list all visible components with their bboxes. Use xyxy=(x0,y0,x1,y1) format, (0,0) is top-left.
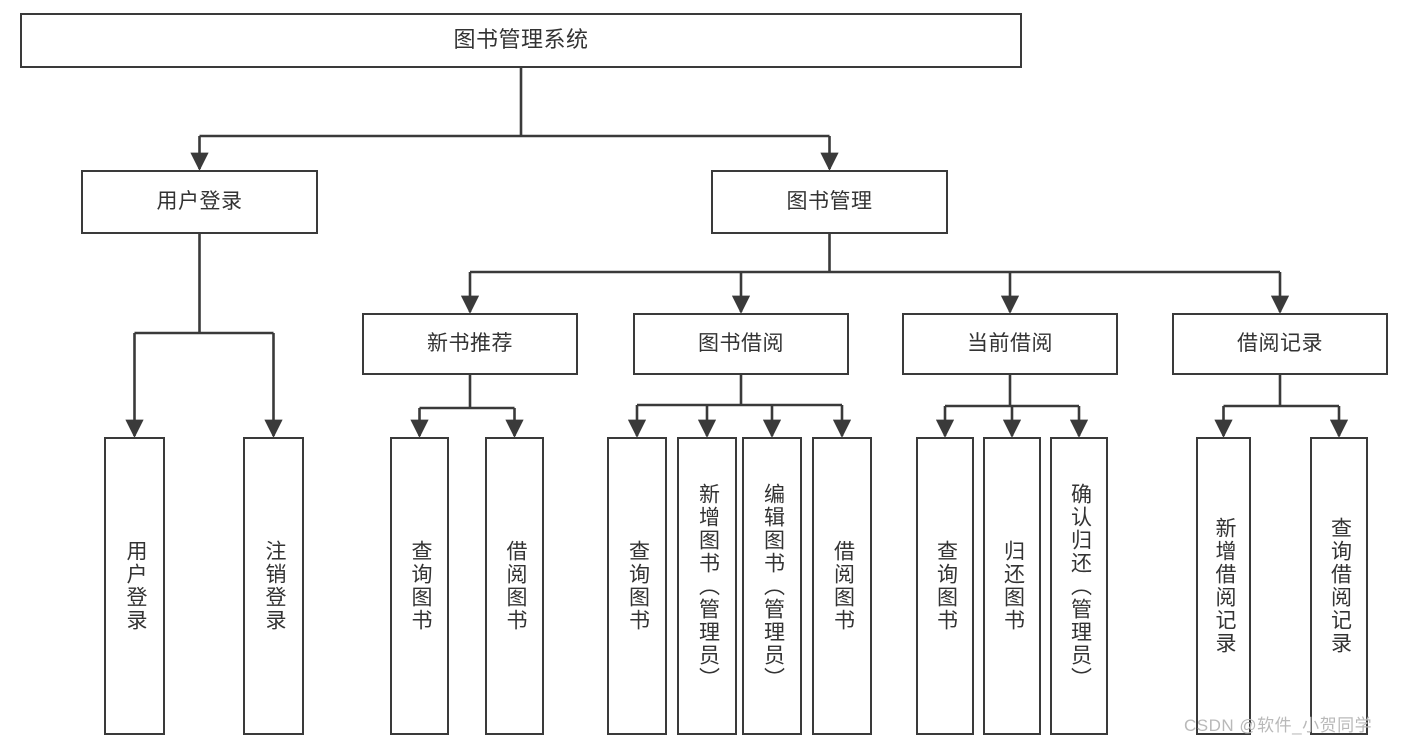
node-label: 查询图书 xyxy=(408,540,432,632)
node-label: 查询借阅记录 xyxy=(1328,517,1352,655)
node-l2-current[interactable]: 当前借阅 xyxy=(902,313,1118,375)
node-l3-user-login[interactable]: 用户登录 xyxy=(104,437,165,735)
node-l3-user-logout[interactable]: 注销登录 xyxy=(243,437,304,735)
node-l3-bor-add[interactable]: 新增图书（管理员） xyxy=(677,437,737,735)
node-label: 新增图书（管理员） xyxy=(696,482,720,690)
node-label: 注销登录 xyxy=(262,540,286,632)
node-l3-cur-query[interactable]: 查询图书 xyxy=(916,437,974,735)
node-label: 查询图书 xyxy=(934,540,958,632)
node-label: 借阅图书 xyxy=(503,540,527,632)
node-l3-new-query[interactable]: 查询图书 xyxy=(390,437,449,735)
node-l3-cur-confirm[interactable]: 确认归还（管理员） xyxy=(1050,437,1108,735)
node-label: 用户登录 xyxy=(156,190,243,214)
node-l1-book[interactable]: 图书管理 xyxy=(711,170,948,234)
node-label: 图书管理系统 xyxy=(453,27,589,53)
node-label: 确认归还（管理员） xyxy=(1068,482,1092,690)
node-l2-borrow[interactable]: 图书借阅 xyxy=(633,313,849,375)
node-l3-bor-lend[interactable]: 借阅图书 xyxy=(812,437,872,735)
node-l2-record[interactable]: 借阅记录 xyxy=(1172,313,1388,375)
node-l3-rec-query[interactable]: 查询借阅记录 xyxy=(1310,437,1368,735)
node-label: 图书借阅 xyxy=(698,332,784,356)
node-label: 图书管理 xyxy=(786,190,873,214)
node-label: 新书推荐 xyxy=(427,332,513,356)
node-label: 借阅图书 xyxy=(831,540,855,632)
node-label: 当前借阅 xyxy=(967,332,1053,356)
node-l3-rec-add[interactable]: 新增借阅记录 xyxy=(1196,437,1251,735)
node-label: 查询图书 xyxy=(626,540,650,632)
node-label: 用户登录 xyxy=(123,540,147,632)
node-l3-new-borrow[interactable]: 借阅图书 xyxy=(485,437,544,735)
node-l3-cur-return[interactable]: 归还图书 xyxy=(983,437,1041,735)
node-label: 归还图书 xyxy=(1001,540,1025,632)
node-label: 编辑图书（管理员） xyxy=(761,482,785,690)
node-label: 借阅记录 xyxy=(1237,332,1323,356)
node-root[interactable]: 图书管理系统 xyxy=(20,13,1022,68)
node-l2-newbook[interactable]: 新书推荐 xyxy=(362,313,578,375)
node-l3-bor-edit[interactable]: 编辑图书（管理员） xyxy=(742,437,802,735)
csdn-watermark: CSDN @软件_小贺同学 xyxy=(1184,716,1373,735)
node-l3-bor-query[interactable]: 查询图书 xyxy=(607,437,667,735)
node-label: 新增借阅记录 xyxy=(1212,517,1236,655)
node-l1-user[interactable]: 用户登录 xyxy=(81,170,318,234)
